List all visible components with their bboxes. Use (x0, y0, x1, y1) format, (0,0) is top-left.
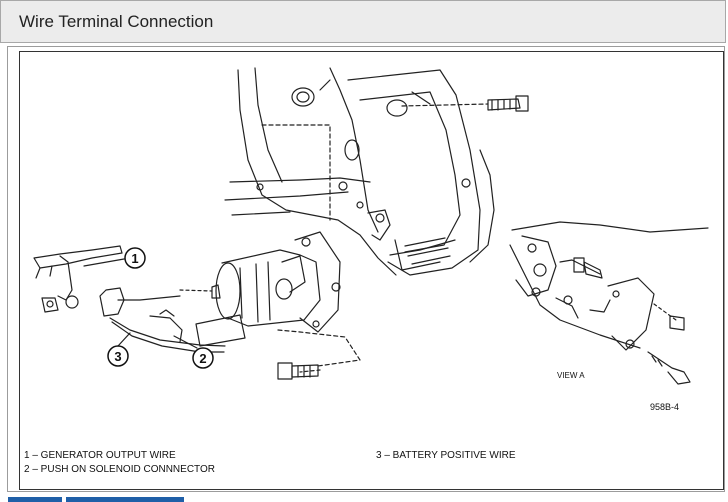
section-header: Wire Terminal Connection (0, 0, 726, 43)
callout-leaders (83, 258, 198, 349)
callout-3: 3 (107, 345, 129, 367)
assembly-guide-lines (261, 124, 361, 373)
legend-item-1: 1 – GENERATOR OUTPUT WIRE (24, 450, 176, 461)
diagram-box (19, 51, 724, 490)
callout-1: 1 (124, 247, 146, 269)
view-a-inset (509, 221, 709, 385)
legend-item-3: 3 – BATTERY POSITIVE WIRE (376, 450, 516, 461)
callout-2-label: 2 (199, 351, 206, 366)
bottom-nav-tab-1[interactable] (8, 497, 62, 502)
generator-wire-terminal (33, 245, 123, 313)
view-a-label: VIEW A (557, 371, 585, 380)
figure-code: 958B-4 (650, 402, 679, 412)
section-title: Wire Terminal Connection (19, 12, 214, 31)
callout-1-label: 1 (131, 251, 138, 266)
starter-motor-illustration (179, 231, 341, 333)
mounting-bolt-top (401, 95, 529, 112)
legend-item-2: 2 – PUSH ON SOLENOID CONNNECTOR (24, 464, 215, 475)
diagram-legend: 1 – GENERATOR OUTPUT WIRE 2 – PUSH ON SO… (24, 450, 516, 475)
callout-2: 2 (192, 347, 214, 369)
engine-block-illustration (224, 67, 495, 276)
callout-3-label: 3 (114, 349, 121, 364)
bottom-nav-tab-2[interactable] (66, 497, 184, 502)
mounting-bolt-lower (277, 362, 319, 380)
